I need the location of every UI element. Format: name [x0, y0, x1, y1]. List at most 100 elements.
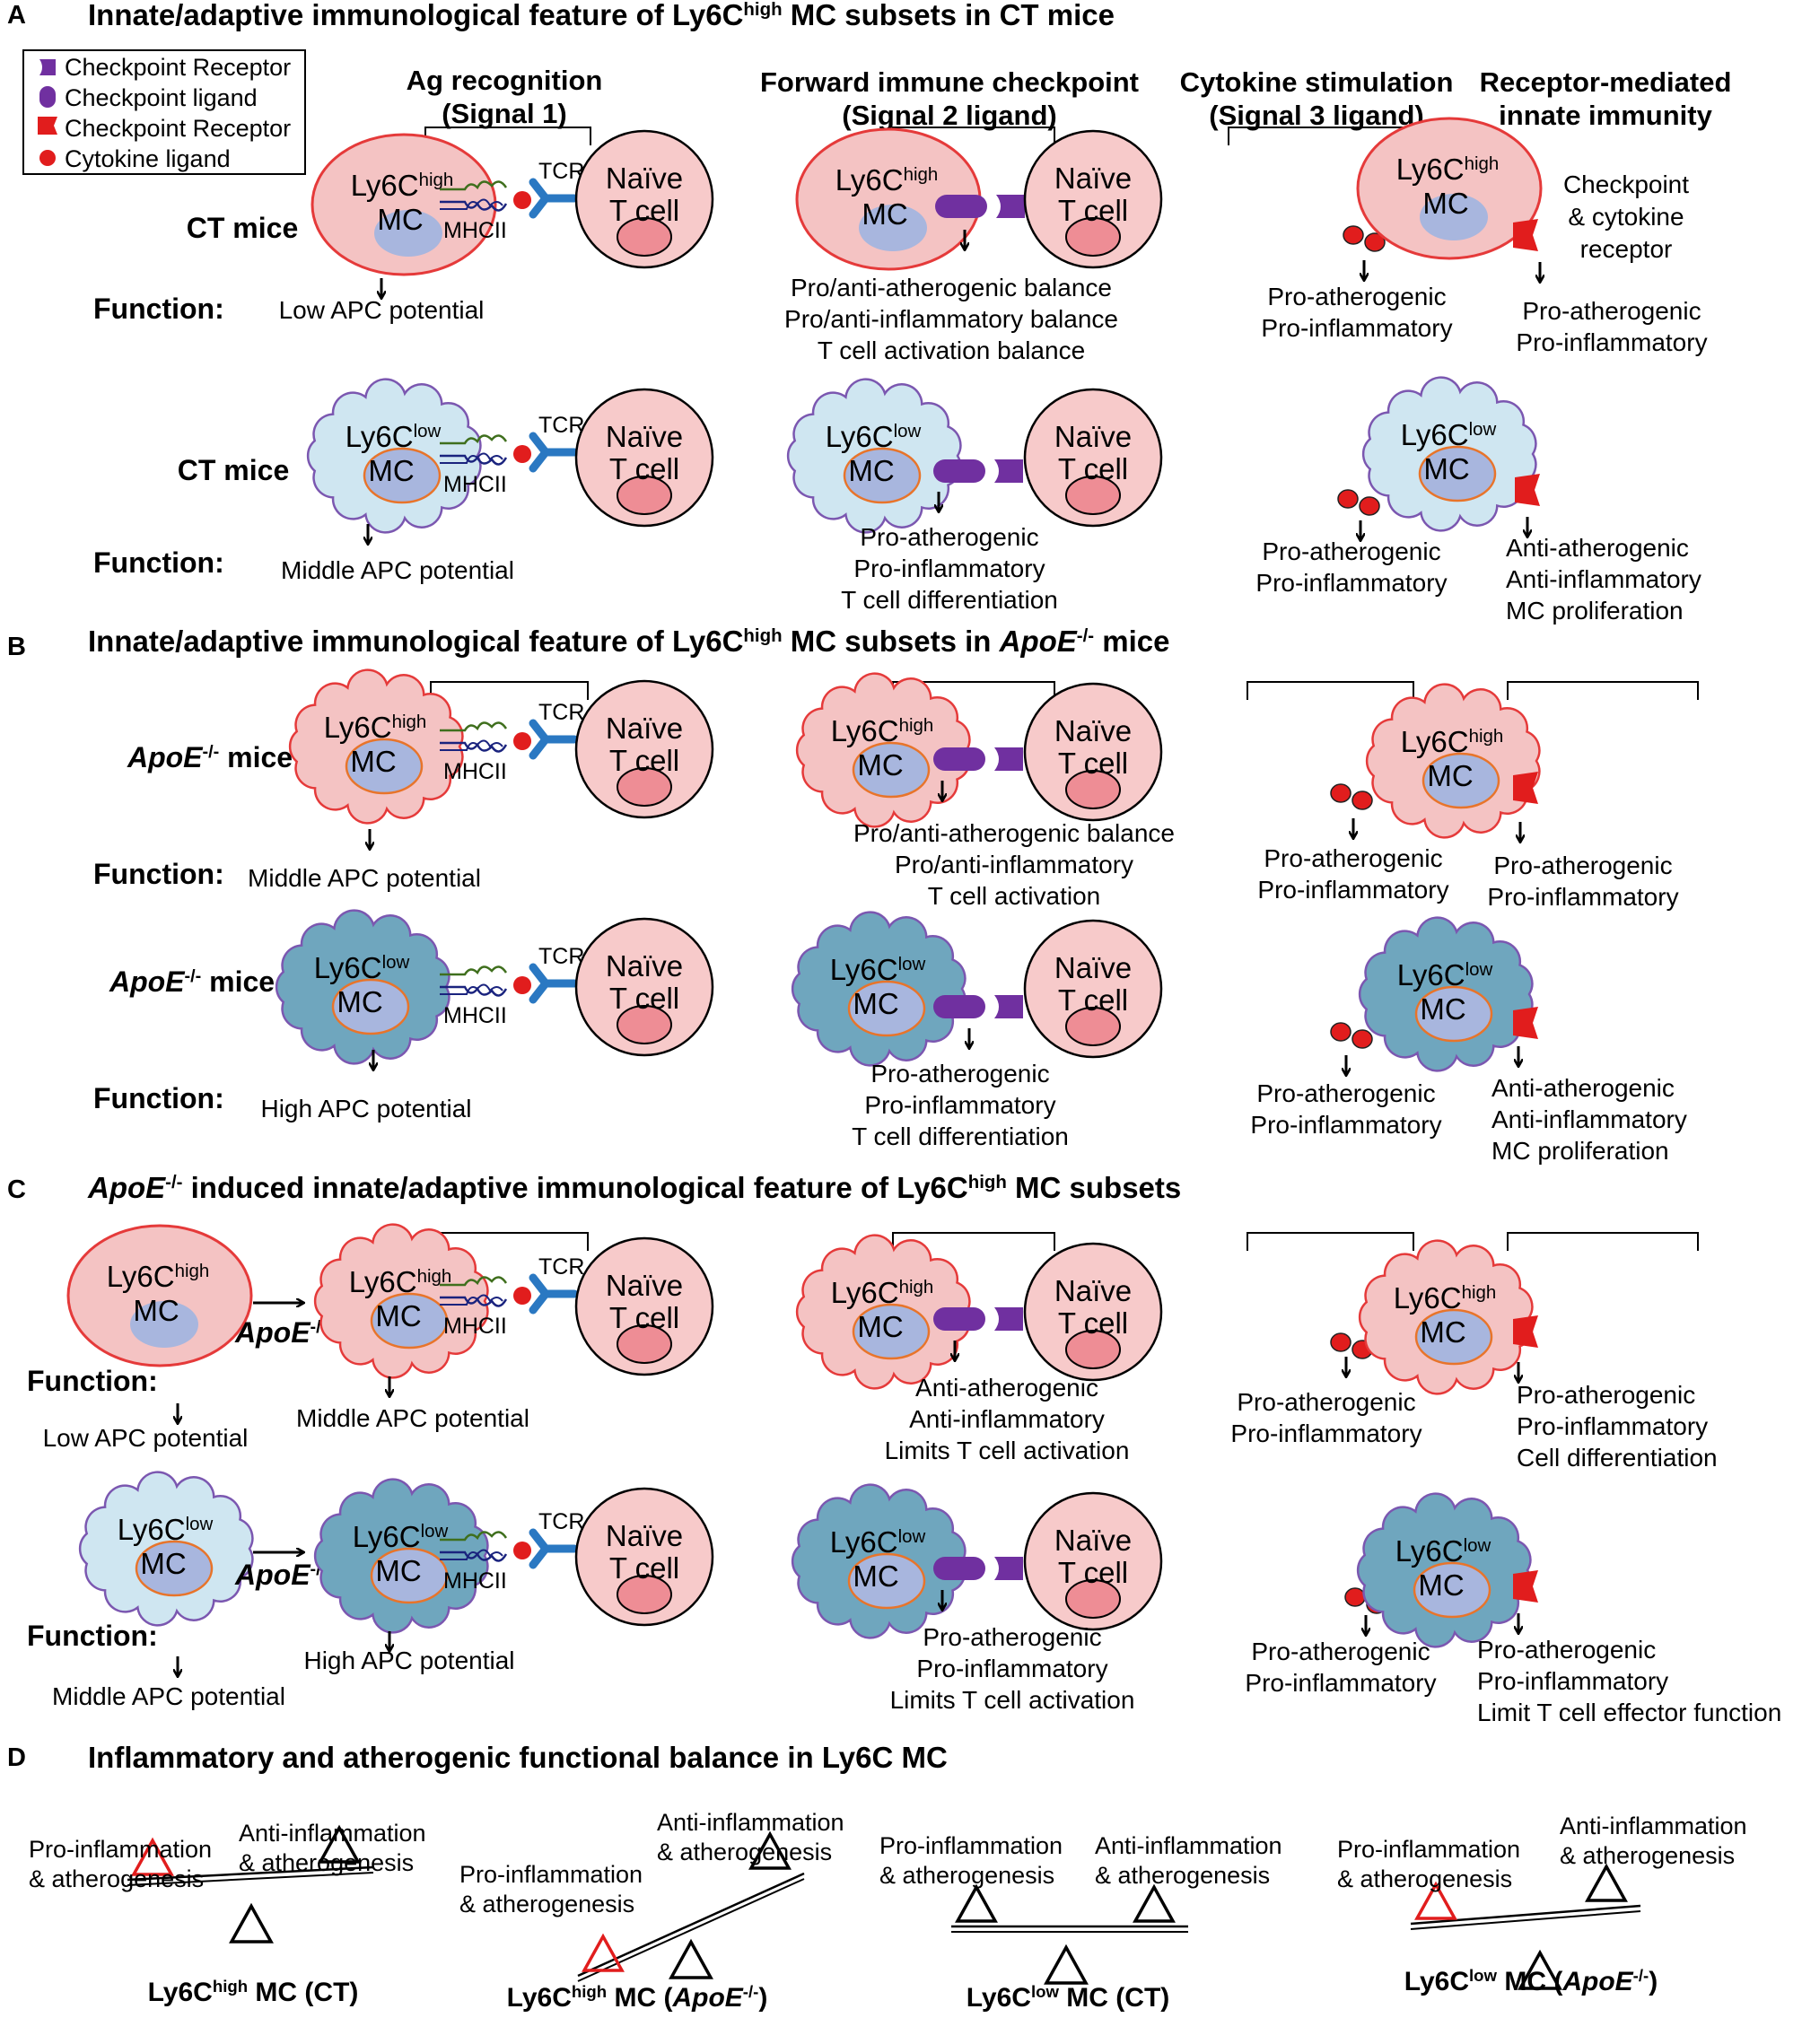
- t-cell-membrane: [574, 1487, 714, 1627]
- bracket: [1247, 681, 1414, 700]
- pro-label-line: & atherogenesis: [879, 1862, 1054, 1889]
- t-cell-membrane: [574, 129, 714, 269]
- checkpoint-pair: [933, 459, 1023, 483]
- mc-cell-low: [275, 909, 450, 1065]
- mc-cell-high: [1365, 683, 1541, 839]
- cytokine-effects-line: Pro-atherogenic: [1256, 1079, 1435, 1107]
- panel-d-title: Inflammatory and atherogenic functional …: [88, 1741, 948, 1774]
- tcr-icon: [529, 432, 579, 473]
- mhcii-navy-chain: [440, 739, 503, 751]
- receptor-effects-line: Pro-inflammatory: [1516, 328, 1707, 356]
- col-cytokine: Cytokine stimulation(Signal 3 ligand): [1180, 66, 1454, 131]
- mc-label: Ly6Clow: [353, 1520, 449, 1553]
- naive-label: Naïve: [1054, 420, 1132, 453]
- fulcrum-triangle: [1518, 1949, 1562, 1990]
- mhcii-green-chain: [440, 965, 508, 976]
- mc-label-mc: MC: [368, 454, 414, 487]
- checkpoint-effects-line: Pro/anti-atherogenic balance: [791, 274, 1112, 301]
- col-ag-line: Ag recognition: [407, 65, 603, 96]
- apc-potential: Middle APC potential: [248, 864, 481, 892]
- mc-label-mc: MC: [375, 1554, 421, 1587]
- pro-weight-triangle: [582, 1933, 625, 1972]
- cytokine-effects-line: Pro-inflammatory: [1261, 314, 1452, 342]
- scale-title: Ly6Chigh MC (ApoE-/-): [507, 1982, 768, 2013]
- checkpoint-effects-line: Anti-atherogenic: [915, 1374, 1098, 1402]
- scale-beam: [577, 1878, 805, 1982]
- mc-label-mc: MC: [1422, 187, 1468, 220]
- red-cytokine-icon: [1337, 489, 1359, 509]
- panel-letter: D: [7, 1743, 26, 1772]
- scale-beam: [1410, 1904, 1641, 1926]
- pro-label: Pro-inflammation& atherogenesis: [1337, 1836, 1520, 1892]
- anti-label: Anti-inflammation& atherogenesis: [1095, 1832, 1282, 1889]
- t-cell-membrane: [574, 1236, 714, 1376]
- mc-cell-high: [795, 1234, 971, 1390]
- checkpoint-effects-line: Pro-inflammatory: [916, 1655, 1107, 1682]
- naive-label: Naïve: [606, 949, 683, 983]
- red-cytokine-icon: [1330, 1022, 1352, 1042]
- checkpoint-pair: [933, 747, 1023, 771]
- mhcii-label: MHCII: [443, 218, 507, 243]
- t-cell-label: T cell: [1058, 452, 1128, 485]
- checkpoint-effects-line: T cell activation balance: [818, 336, 1085, 364]
- t-cell-membrane: [1023, 919, 1163, 1059]
- legend-box: [22, 49, 306, 175]
- col-checkpoint-line: (Signal 2 ligand): [842, 100, 1056, 131]
- checkpoint-effects-line: Limits T cell activation: [890, 1686, 1135, 1714]
- red-receptor-icon: [38, 117, 57, 135]
- mc-membrane: [311, 133, 497, 276]
- bracket: [1507, 1232, 1699, 1251]
- mc-nucleus: [1413, 1561, 1491, 1619]
- cytokine-ligands: [1343, 225, 1386, 252]
- t-cell-membrane: [1023, 1242, 1163, 1382]
- receptor-text-line: receptor: [1580, 235, 1673, 263]
- checkpoint-effects: Pro/anti-atherogenic balancePro/anti-inf…: [853, 819, 1175, 910]
- cytokine-effects-line: Pro-atherogenic: [1251, 1638, 1430, 1665]
- t-cell-nucleus: [617, 1575, 672, 1614]
- red-receptor-icon: [1513, 1007, 1538, 1039]
- mc-label: Ly6Chigh: [1396, 153, 1499, 186]
- mc-label-mc: MC: [862, 197, 907, 231]
- checkpoint-effects: Anti-atherogenicAnti-inflammatoryLimits …: [885, 1374, 1130, 1464]
- checkpoint-effects-line: Pro-inflammatory: [853, 555, 1045, 582]
- naive-label: Naïve: [606, 1269, 683, 1302]
- naive-label: Naïve: [1054, 951, 1132, 984]
- mc-label: Ly6Clow: [830, 953, 926, 986]
- mc-label: Ly6Clow: [1395, 1534, 1491, 1568]
- bracket: [1247, 1232, 1414, 1251]
- panel-letter: C: [7, 1175, 26, 1204]
- anti-label: Anti-inflammation& atherogenesis: [1560, 1813, 1747, 1869]
- mc-cell-low: [313, 1478, 489, 1634]
- mhcii-green-chain: [440, 434, 508, 445]
- checkpoint-effects-line: Pro/anti-inflammatory balance: [784, 305, 1118, 333]
- receptor-effects-line: Pro-atherogenic: [1522, 297, 1701, 325]
- mc-label: Ly6Clow: [830, 1525, 926, 1559]
- mc-nucleus: [370, 1547, 449, 1604]
- mc-nucleus: [1418, 445, 1497, 502]
- receptor-effects-line: Pro-inflammatory: [1477, 1667, 1668, 1695]
- scale-beam: [577, 1872, 805, 1978]
- checkpoint-receptor-icon: [994, 995, 1023, 1018]
- t-cell-label: T cell: [1058, 1556, 1128, 1589]
- t-cell-nucleus: [1065, 770, 1121, 809]
- mc-cell-high: [66, 1224, 253, 1367]
- anti-label-line: & atherogenesis: [657, 1839, 832, 1865]
- red-cytokine-icon: [1330, 783, 1352, 803]
- checkpoint-ligand-icon: [933, 995, 985, 1018]
- anti-label: Anti-inflammation& atherogenesis: [239, 1820, 426, 1876]
- checkpoint-effects-line: T cell activation: [928, 882, 1100, 910]
- function-label: Function:: [27, 1365, 158, 1397]
- mc-label-mc: MC: [375, 1299, 421, 1332]
- tcr-icon: [529, 719, 579, 760]
- receptor-effects-line: Anti-inflammatory: [1491, 1105, 1687, 1133]
- receptor-effects-line: MC proliferation: [1491, 1137, 1669, 1165]
